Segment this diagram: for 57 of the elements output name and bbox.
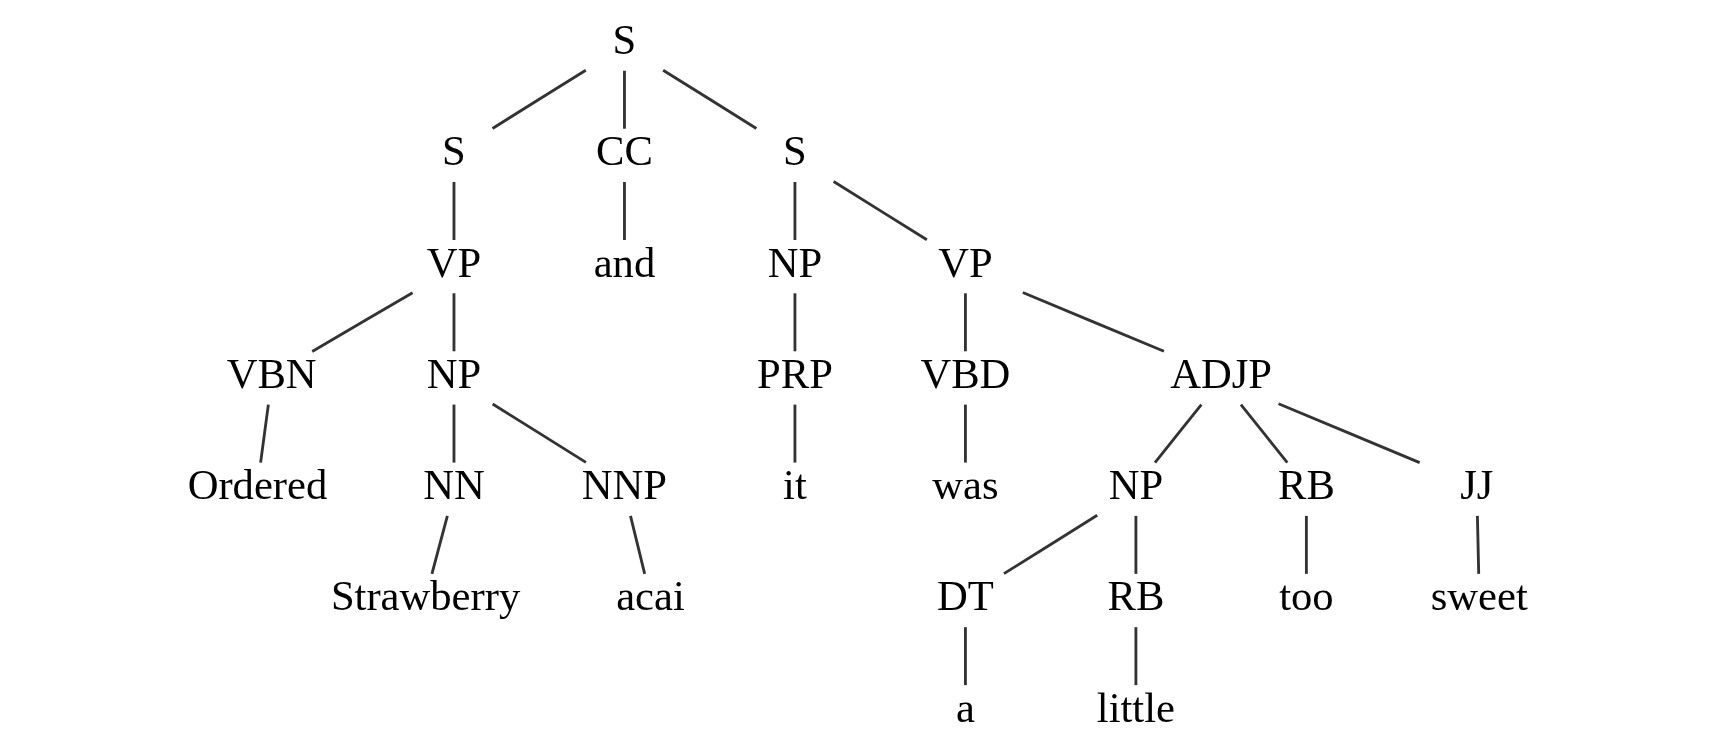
connector (1476, 515, 1481, 574)
node-text: a (955, 683, 975, 731)
connector (1134, 627, 1138, 686)
connector (1304, 515, 1308, 574)
node-text: PRP (757, 349, 833, 397)
node-text: VP (426, 238, 482, 286)
node-text: Strawberry (330, 572, 521, 620)
connector (623, 70, 626, 129)
node-text: VBD (920, 349, 1011, 397)
connector (793, 182, 797, 240)
node-text: CC (596, 127, 653, 175)
connector (491, 68, 587, 130)
node-text: S (783, 127, 807, 175)
connector (964, 627, 967, 686)
node-text: RB (1107, 572, 1165, 620)
node-text: NP (426, 349, 482, 397)
node-text: ADJP (1170, 349, 1273, 397)
connector (964, 293, 967, 352)
node-text: RB (1277, 461, 1335, 509)
node-text: was (932, 461, 999, 509)
connector (1239, 403, 1289, 464)
connector (964, 404, 967, 463)
connector (452, 182, 456, 240)
connector (793, 404, 797, 463)
connector (430, 515, 449, 575)
connector (1153, 403, 1203, 464)
node-text: and (593, 238, 656, 286)
node-text: little (1096, 683, 1175, 731)
connector (1003, 514, 1098, 575)
node-text: NN (423, 461, 485, 509)
node-text: NP (767, 238, 823, 286)
node-text: S (612, 16, 637, 64)
connector (259, 404, 270, 463)
node-text: it (783, 461, 807, 509)
connector (1022, 291, 1165, 353)
node-text: DT (937, 572, 994, 620)
node-text: VBN (226, 349, 317, 397)
connector (452, 404, 456, 463)
node-text: VP (938, 238, 993, 286)
node-text: Ordered (187, 461, 328, 509)
connector (452, 293, 456, 352)
node-text: JJ (1460, 461, 1494, 509)
connector (1278, 402, 1421, 464)
connector (629, 515, 647, 575)
connector (311, 291, 414, 353)
connector (623, 182, 626, 240)
connector (1134, 515, 1138, 574)
connector (662, 68, 758, 130)
node-text: sweet (1430, 572, 1528, 620)
node-text: S (442, 127, 466, 175)
node-text: too (1279, 572, 1334, 620)
node-text: acai (616, 572, 685, 620)
node-text: NNP (581, 461, 668, 509)
connector (832, 180, 928, 241)
node-text: NP (1108, 461, 1164, 509)
connector (793, 293, 797, 352)
connector (491, 402, 587, 464)
